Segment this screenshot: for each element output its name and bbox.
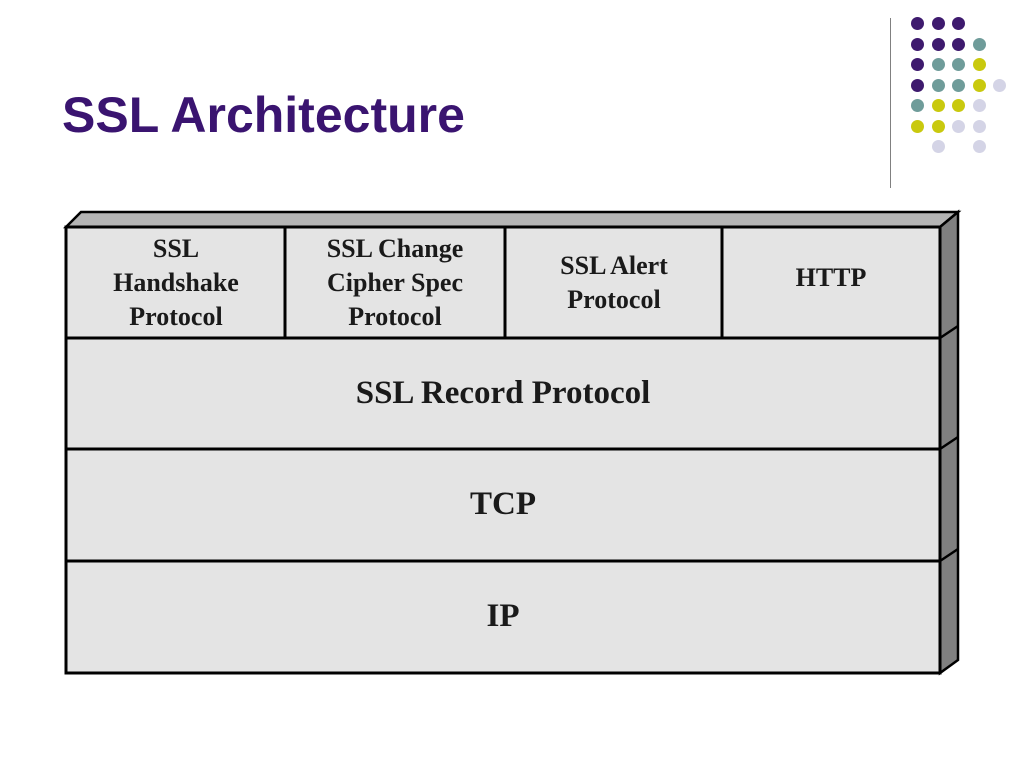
tcp-label: TCP <box>470 485 536 522</box>
side-divider <box>939 547 959 563</box>
layer-box-record <box>64 336 942 451</box>
handshake-protocol-label: SSL Handshake Protocol <box>113 234 239 331</box>
title-divider <box>890 18 891 188</box>
layer-box-tcp <box>64 447 942 563</box>
layer-box-ip <box>64 559 942 675</box>
stack-top-face <box>62 210 962 229</box>
record-protocol-label: SSL Record Protocol <box>355 374 651 411</box>
slide-title: SSL Architecture <box>62 87 465 143</box>
side-divider <box>939 324 959 340</box>
alert-protocol-label: SSL Alert Protocol <box>560 251 668 314</box>
ip-label: IP <box>486 597 520 634</box>
http-label: HTTP <box>795 263 867 292</box>
side-divider <box>939 435 959 451</box>
change-cipher-spec-label: SSL Change Cipher Spec Protocol <box>326 234 464 331</box>
